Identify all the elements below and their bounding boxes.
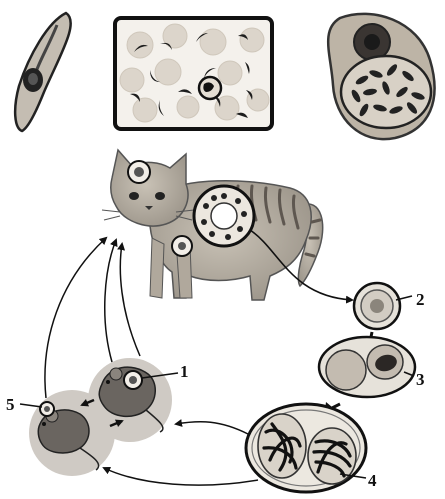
cat-icon — [102, 150, 323, 300]
stage-label-4: 4 — [368, 471, 377, 490]
stage-label-2: 2 — [416, 290, 425, 309]
tissue-cyst-icon — [328, 14, 434, 139]
stage-label-5: 5 — [6, 395, 15, 414]
oocyst-icon — [319, 337, 415, 397]
tachyzoite-icon — [15, 13, 71, 131]
mouse-icon — [29, 358, 172, 476]
oocyst-icon — [354, 283, 400, 329]
stage-label-3: 3 — [416, 370, 425, 389]
blood-smear-icon — [115, 18, 272, 129]
stage-label-1: 1 — [180, 362, 189, 381]
oocyst-icon — [246, 404, 366, 492]
